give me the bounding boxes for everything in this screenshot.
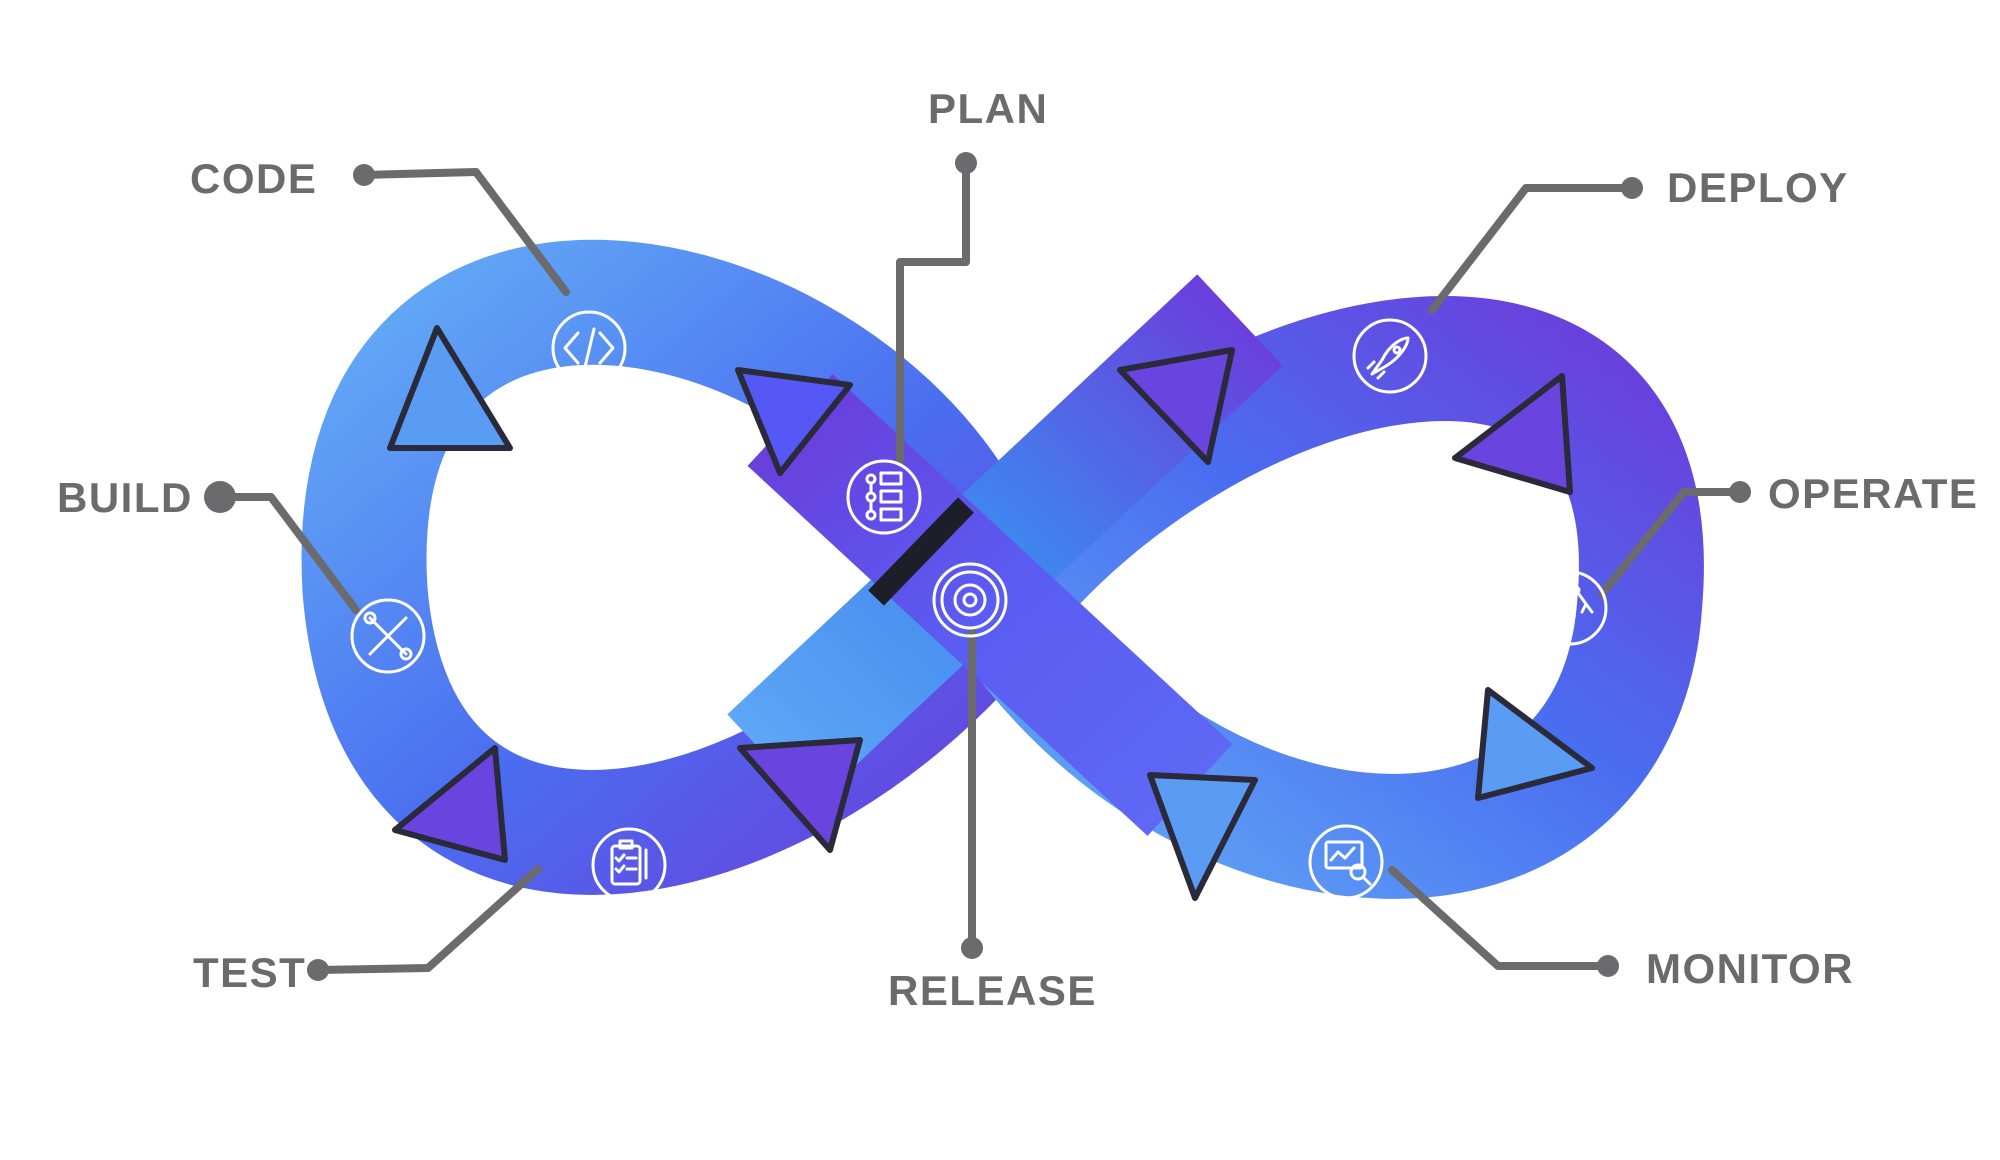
- chevron-arrow: [1475, 687, 1595, 801]
- dot-code: [353, 164, 375, 186]
- chevron-arrow: [1117, 347, 1235, 465]
- chevron-arrow: [1147, 772, 1258, 901]
- stage-label-test: TEST: [193, 949, 307, 996]
- crossing-seam: [868, 497, 974, 606]
- connector-test: [314, 865, 542, 974]
- dot-deploy: [1621, 177, 1643, 199]
- connector-monitor: [1388, 866, 1612, 970]
- flowchart-icon: [846, 459, 922, 535]
- dot-operate: [1729, 481, 1751, 503]
- stage-label-release: RELEASE: [888, 967, 1097, 1014]
- connector-lines: [216, 159, 1744, 974]
- stage-label-monitor: MONITOR: [1646, 945, 1855, 992]
- left-loop-band: [301, 239, 1050, 895]
- chevron-arrow: [1452, 373, 1573, 495]
- chevron-arrow: [735, 367, 853, 476]
- connector-dots: [204, 152, 1751, 981]
- connector-build: [216, 493, 360, 614]
- chevron-arrows: [387, 325, 1595, 901]
- monitor-magnifier-icon: [1308, 824, 1384, 900]
- rocket-icon: [1352, 318, 1428, 394]
- gear-icon: [932, 562, 1008, 638]
- stage-label-operate: OPERATE: [1768, 470, 1979, 517]
- dot-monitor: [1597, 955, 1619, 977]
- wrench-screwdriver-icon: [350, 598, 426, 674]
- chevron-arrow: [392, 745, 508, 863]
- connector-plan: [896, 159, 970, 466]
- chevron-arrow: [737, 737, 863, 853]
- dot-plan: [955, 152, 977, 174]
- chevron-arrow: [387, 325, 513, 451]
- stage-label-plan: PLAN: [928, 85, 1049, 132]
- dot-test: [307, 959, 329, 981]
- robotic-arm-icon: [1532, 570, 1608, 646]
- stage-label-deploy: DEPLOY: [1667, 164, 1849, 211]
- connector-operate: [1598, 488, 1744, 598]
- dot-release: [961, 937, 983, 959]
- cross-strand-front: [747, 374, 1233, 836]
- code-brackets-icon: [551, 310, 627, 386]
- stage-label-code: CODE: [190, 155, 318, 202]
- clipboard-checklist-icon: [591, 827, 667, 903]
- stage-label-build: BUILD: [57, 474, 193, 521]
- connector-code: [360, 168, 570, 296]
- connector-deploy: [1428, 184, 1636, 314]
- dot-build: [204, 481, 236, 513]
